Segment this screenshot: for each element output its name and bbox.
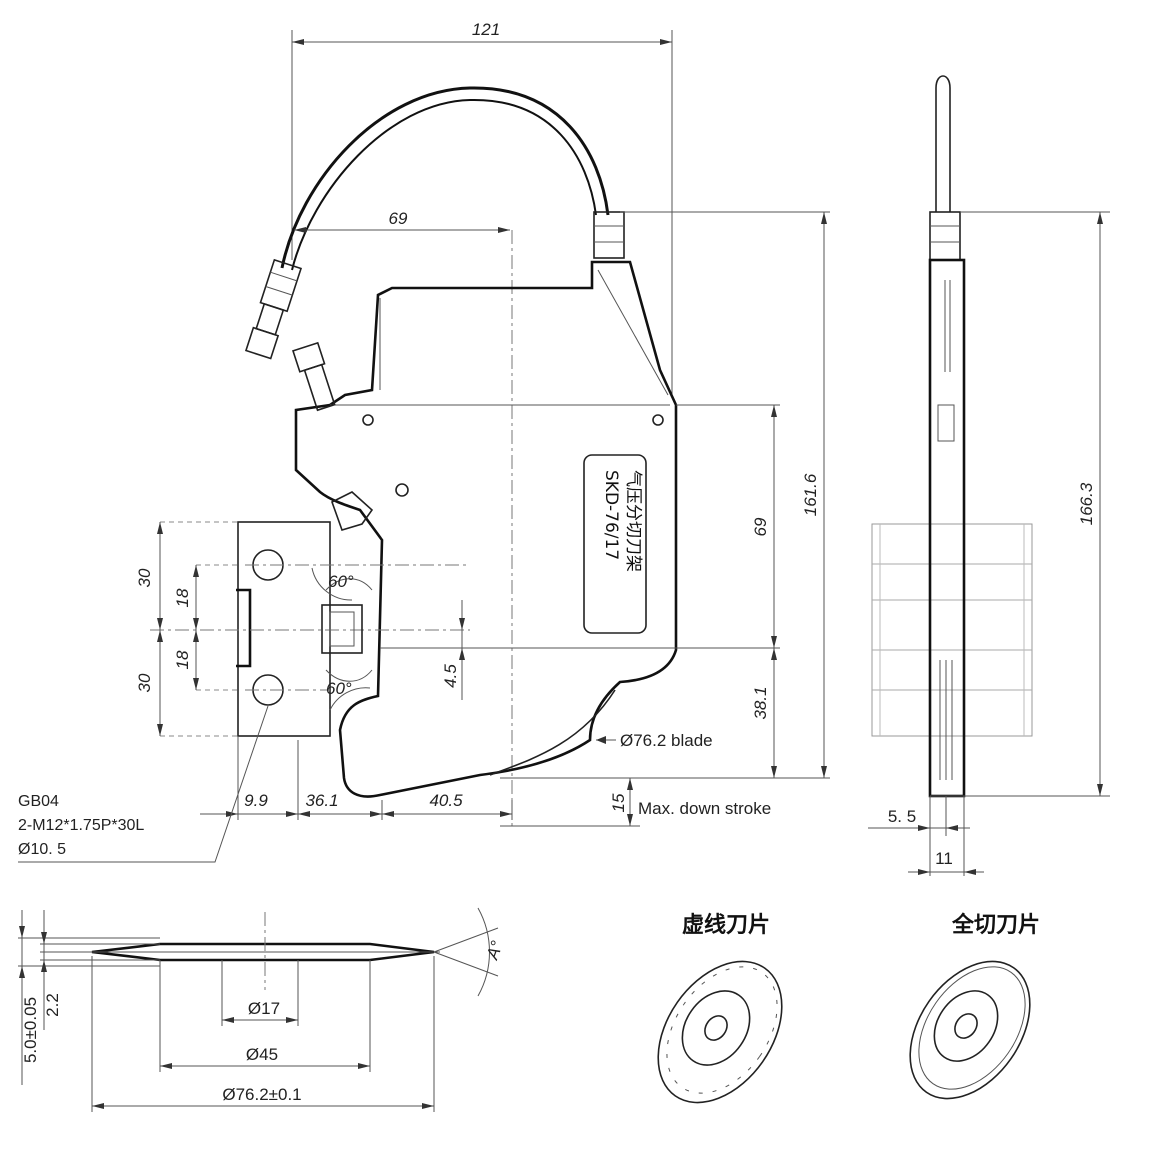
full-cut-blade-title: 全切刀片 xyxy=(951,912,1040,938)
dim-9-9: 9.9 xyxy=(244,791,268,810)
dim-36-1: 36.1 xyxy=(305,791,338,810)
perforated-blade-title: 虚线刀片 xyxy=(682,912,770,938)
spec-line-3: Ø10. 5 xyxy=(18,841,66,858)
blade-edge xyxy=(489,689,616,776)
side-body xyxy=(928,258,966,798)
blade-profile: 2.2 5.0±0.05 Ø17 Ø45 Ø76.2±0.1 A° xyxy=(18,907,507,1112)
dim-69-top: 69 xyxy=(389,209,408,228)
screw-hole xyxy=(652,414,664,426)
air-hose xyxy=(280,86,610,269)
valve-knob xyxy=(292,341,336,412)
full-cut-blade: 全切刀片 xyxy=(909,912,1040,1100)
spec-line-2: 2-M12*1.75P*30L xyxy=(18,817,144,834)
mount-slot xyxy=(236,588,252,668)
dim-18-top: 18 xyxy=(173,588,192,607)
dim-5-0: 5.0±0.05 xyxy=(21,997,40,1063)
top-fitting xyxy=(593,211,625,259)
blade-callout: Ø76.2 blade xyxy=(620,731,713,750)
dim-161-6: 161.6 xyxy=(801,473,820,516)
dim-15: 15 xyxy=(609,793,628,812)
front-view: 121 69 xyxy=(18,20,830,863)
mounting-plate xyxy=(237,521,331,737)
air-fitting xyxy=(244,258,303,360)
angle-60-bottom: 60° xyxy=(326,679,352,698)
dim-hub: Ø45 xyxy=(246,1045,278,1064)
dim-4-5: 4.5 xyxy=(441,664,460,688)
screw-hole xyxy=(362,414,374,426)
dim-blade-diameter: Ø76.2±0.1 xyxy=(222,1085,301,1104)
angle-60-top: 60° xyxy=(328,572,354,591)
dim-2-2: 2.2 xyxy=(43,993,62,1017)
nameplate xyxy=(583,454,647,634)
side-view: 166.3 5. 5 11 xyxy=(868,75,1110,876)
dim-69-right: 69 xyxy=(751,517,770,536)
dim-angle-a: A° xyxy=(482,938,506,963)
dim-30-bottom: 30 xyxy=(135,673,154,692)
max-stroke-label: Max. down stroke xyxy=(638,799,771,818)
dim-30-top: 30 xyxy=(135,568,154,587)
dim-166-3: 166.3 xyxy=(1077,482,1096,525)
nameplate-title: 气压分切刀架 xyxy=(623,470,643,572)
screw-hole xyxy=(395,483,409,497)
dim-38-1: 38.1 xyxy=(751,686,770,719)
dim-5-5: 5. 5 xyxy=(888,807,916,826)
cutter-body xyxy=(294,260,678,798)
center-shaft xyxy=(321,604,363,654)
dim-11: 11 xyxy=(935,849,953,868)
nameplate-model: SKD-76/17 xyxy=(601,470,621,560)
perforated-blade: 虚线刀片 xyxy=(657,912,783,1104)
dim-bore: Ø17 xyxy=(248,999,280,1018)
piston-rod xyxy=(935,75,951,212)
dim-18-bottom: 18 xyxy=(173,650,192,669)
spec-line-1: GB04 xyxy=(18,793,59,810)
dim-40-5: 40.5 xyxy=(429,791,463,810)
dim-121: 121 xyxy=(472,20,500,39)
